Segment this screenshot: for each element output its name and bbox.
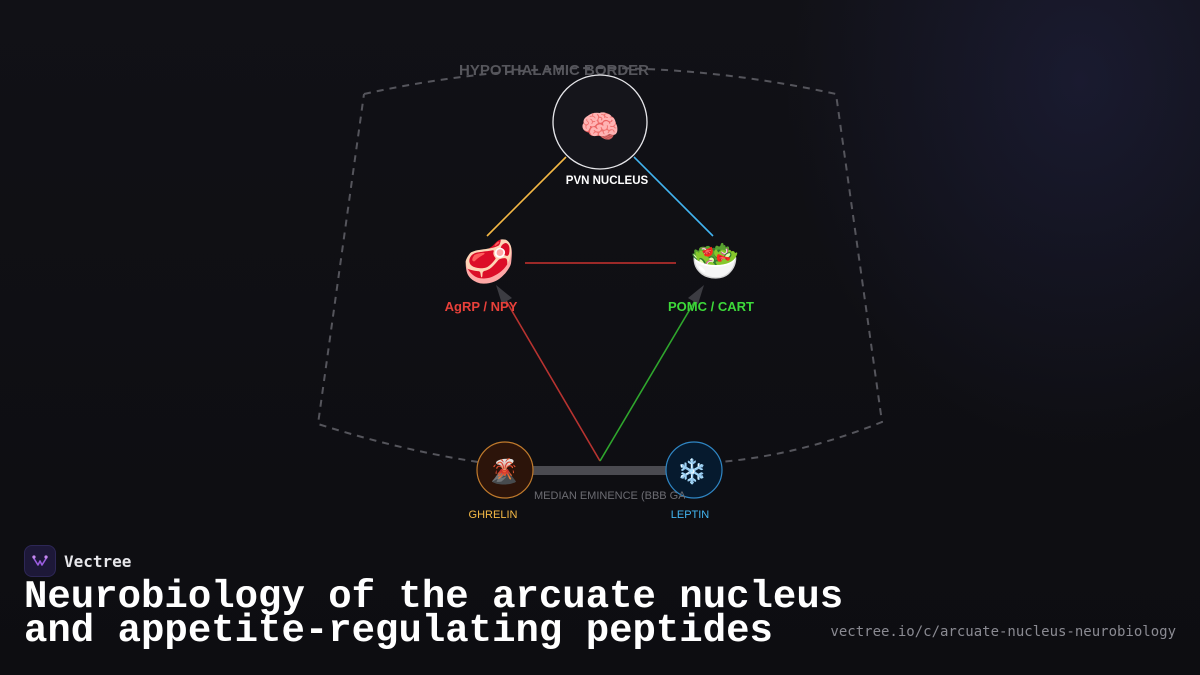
- median-eminence-label: MEDIAN EMINENCE (BBB GAP): [534, 490, 697, 502]
- snowflake-icon: ❄️: [677, 457, 707, 485]
- salad-icon: 🥗: [690, 240, 740, 284]
- pvn-to-pomc-connection: [633, 156, 714, 237]
- leptin-circle: [665, 441, 723, 499]
- ghrelin-label: GHRELIN: [469, 509, 518, 521]
- agrp-npy-node[interactable]: 🥩 AgRP / NPY: [445, 237, 518, 314]
- median-eminence-to-agrp-connection: [501, 293, 601, 462]
- agrp-arrowhead: [496, 285, 512, 304]
- leptin-node[interactable]: ❄️ LEPTIN: [665, 441, 723, 521]
- meat-icon: 🥩: [463, 237, 515, 287]
- pomc-cart-label: POMC / CART: [668, 299, 754, 314]
- median-eminence-bar: [533, 466, 668, 475]
- median-eminence-to-pomc-connection: [599, 293, 700, 462]
- volcano-icon: 🌋: [489, 457, 519, 485]
- appetite-circuit-diagram: HYPOTHALAMIC BORDER 🧠 PVN NUCLEUS 🥩 AgRP…: [316, 62, 884, 521]
- vectree-logo-icon: [24, 545, 56, 577]
- pvn-circle: [552, 74, 648, 170]
- ghrelin-node[interactable]: 🌋 GHRELIN: [469, 441, 534, 521]
- course-url[interactable]: vectree.io/c/arcuate-nucleus-neurobiolog…: [830, 624, 1176, 640]
- brand-name: Vectree: [64, 551, 132, 571]
- leptin-label: LEPTIN: [671, 509, 710, 521]
- pomc-cart-node[interactable]: 🥗 POMC / CART: [668, 240, 754, 314]
- title-line-1: Neurobiology of the arcuate nucleus: [24, 575, 844, 619]
- brain-icon: 🧠: [580, 108, 620, 144]
- pvn-label: PVN NUCLEUS: [566, 175, 649, 187]
- agrp-npy-label: AgRP / NPY: [445, 299, 518, 314]
- pomc-arrowhead: [688, 285, 704, 304]
- ghrelin-circle: [476, 441, 534, 499]
- pvn-nucleus-node[interactable]: 🧠 PVN NUCLEUS: [552, 74, 649, 187]
- title-line-2: and appetite-regulating peptides: [24, 609, 773, 653]
- hypothalamic-border: [316, 67, 884, 463]
- page-title: Neurobiology of the arcuate nucleus and …: [24, 575, 844, 653]
- brand[interactable]: Vectree: [24, 544, 131, 578]
- pvn-to-agrp-connection: [486, 156, 567, 237]
- hypothalamic-border-label: HYPOTHALAMIC BORDER: [459, 62, 649, 79]
